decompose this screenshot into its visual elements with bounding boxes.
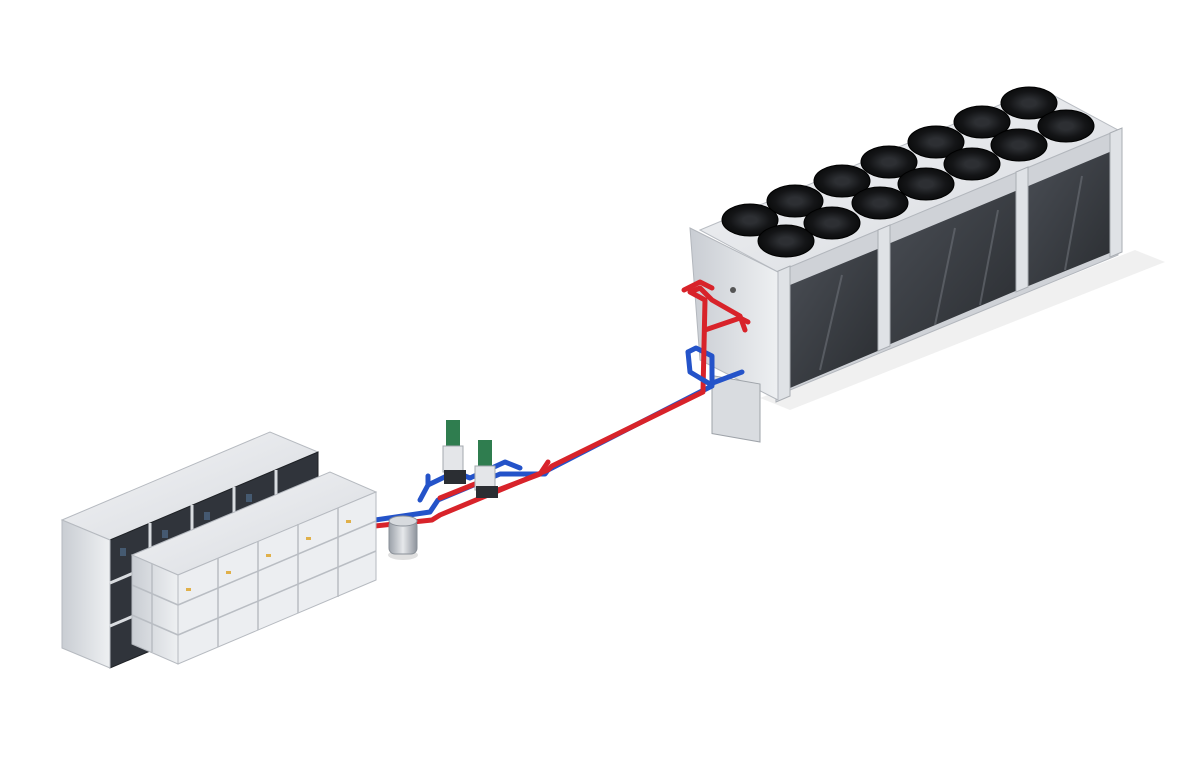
tank-icon bbox=[388, 515, 418, 560]
fan-icon bbox=[1000, 86, 1058, 120]
control-box-light bbox=[730, 287, 736, 293]
coil-panel bbox=[1026, 151, 1112, 287]
dry-cooler bbox=[689, 86, 1165, 443]
supply-pipe bbox=[372, 285, 748, 529]
supply-pipe bbox=[681, 279, 715, 293]
fan-icon bbox=[990, 128, 1048, 162]
server-rack-icon bbox=[120, 494, 252, 556]
server-racks-front-row bbox=[130, 471, 378, 665]
coil-panel bbox=[790, 248, 880, 388]
fan-icon bbox=[813, 164, 871, 198]
fan-icon bbox=[803, 206, 861, 240]
server-rack-icon bbox=[186, 520, 351, 591]
coil-panel bbox=[888, 190, 1018, 345]
fan-array bbox=[721, 86, 1095, 258]
control-box bbox=[711, 374, 761, 443]
pump-icon bbox=[474, 440, 498, 498]
fan-icon bbox=[907, 125, 965, 159]
fan-icon bbox=[860, 145, 918, 179]
supply-pipe bbox=[702, 315, 751, 333]
fan-icon bbox=[897, 167, 955, 201]
return-pipe bbox=[685, 349, 745, 387]
fan-icon bbox=[943, 147, 1001, 181]
return-pipe bbox=[417, 473, 431, 503]
fan-icon bbox=[766, 184, 824, 218]
fan-icon bbox=[757, 224, 815, 258]
fan-icon bbox=[953, 105, 1011, 139]
piping bbox=[372, 279, 751, 529]
fan-icon bbox=[1037, 109, 1095, 143]
fan-icon bbox=[851, 186, 909, 220]
pump-skid bbox=[442, 420, 498, 498]
pump-icon bbox=[442, 420, 466, 484]
fan-icon bbox=[721, 203, 779, 237]
